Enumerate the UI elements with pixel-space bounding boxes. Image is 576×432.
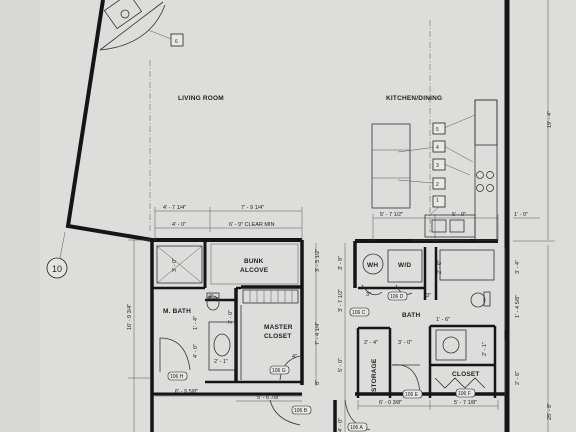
door-tag-106b: 106 B [294, 408, 308, 414]
dim-5-7-1-2: 5' - 7 1/2" [380, 212, 403, 218]
door-tag-106f: 106 F [458, 391, 471, 397]
dim-3-in-b: 3" [366, 292, 371, 298]
callout-5: 5 [436, 127, 439, 133]
dim-4-0: 4' - 0" [172, 222, 186, 228]
room-bunk-label: BUNK [244, 258, 264, 265]
door-tag-106h: 106 H [170, 374, 184, 380]
dim-1-0: 1' - 0" [514, 212, 528, 218]
dim-8-in: 8" [315, 380, 321, 385]
callout-2: 2 [436, 182, 439, 188]
dim-3-0-c: 3' - 0" [228, 310, 234, 324]
dim-1-6: 1' - 6" [436, 317, 450, 323]
grid-bubble-label: 10 [52, 264, 62, 274]
dim-5-0-v: 5' - 0" [338, 358, 344, 372]
room-bath: BATH [402, 312, 420, 319]
dim-6-9-5-8: 6' - 9 5/8" [175, 389, 198, 395]
room-storage: STORAGE [371, 358, 378, 392]
dim-5-6-7-8: 5' - 6 7/8" [257, 395, 280, 401]
dim-clear-min: 6' - 9" CLEAR MIN [229, 222, 275, 228]
exterior-walls [65, 0, 510, 432]
callout-1: 1 [436, 198, 439, 204]
entry-door-swing [99, 0, 166, 51]
callout-tags [170, 33, 446, 208]
door-tag-106g: 106 G [272, 368, 286, 374]
dim-1-4: 1' - 4" [193, 316, 199, 330]
dim-3-0: 3' - 0" [172, 258, 178, 272]
room-kitchen-dining: KITCHEN/DINING [386, 95, 442, 102]
door-tag-106d: 106 D [390, 294, 404, 300]
dim-4-in-b: 4" [208, 294, 213, 300]
door-tag-106c: 106 C [352, 310, 366, 316]
room-m-bath: M. BATH [163, 308, 191, 315]
door-tag-outlines [167, 291, 476, 432]
dim-3-4: 3' - 4" [515, 260, 521, 274]
dim-7-9-1-4: 7' - 9 1/4" [241, 205, 264, 211]
dim-2-1-v: 2' - 1" [482, 342, 488, 356]
room-alcove-label: ALCOVE [240, 267, 269, 274]
bath-fixtures [156, 243, 301, 426]
dim-2-6: 2' - 6" [437, 260, 443, 274]
grid-bubble [46, 257, 68, 279]
dim-3-9: 3' - 9" [338, 256, 344, 270]
room-wd: W/D [398, 262, 411, 269]
dim-3-0-b: 3' - 0" [398, 340, 412, 346]
room-living-room: LIVING ROOM [178, 95, 224, 102]
dim-3-7-1-2: 3' - 7 1/2" [338, 289, 344, 312]
callout-3: 3 [436, 163, 439, 169]
dim-1-4-5-8: 1' - 4 5/8" [515, 295, 521, 318]
dim-3-5-1-2: 3' - 5 1/2" [315, 249, 321, 272]
dim-3-in: 3" [426, 293, 431, 299]
dim-4-0-v: 4' - 0" [193, 344, 199, 358]
door-tag-106e: 106 E [405, 392, 419, 398]
door-tag-106a: 106 A [350, 425, 363, 431]
dim-16-9-3-4: 16' - 9 3/4" [127, 304, 133, 330]
dim-4-7-1-4: 4' - 7 1/4" [163, 205, 186, 211]
dim-5-0: 5' - 0" [452, 212, 466, 218]
callout-4: 4 [436, 145, 439, 151]
room-master-label: MASTER [264, 324, 293, 331]
dim-2-4: 2' - 4" [364, 340, 378, 346]
dim-2-1: 2' - 1" [214, 359, 228, 365]
dim-6-0-3-8: 6' - 0 3/8" [379, 400, 402, 406]
dim-19-4: 19' - 4" [547, 111, 553, 128]
dim-4-in: 4" [292, 354, 297, 360]
dim-4-0-bottom: 4' - 0" [338, 418, 344, 432]
room-closet-label: CLOSET [264, 333, 292, 340]
room-wh: WH [367, 262, 378, 269]
dim-5-7-1-8: 5' - 7 1/8" [454, 400, 477, 406]
room-closet: CLOSET [452, 371, 480, 378]
dimension-lines [59, 0, 555, 432]
kitchen-casework [371, 99, 498, 241]
dim-2-6-v: 2' - 6" [515, 371, 521, 385]
dim-25-8: 25' - 8" [547, 403, 553, 420]
dim-7-4-1-4: 7' - 4 1/4" [315, 322, 321, 345]
callout-6: 6 [175, 39, 178, 45]
